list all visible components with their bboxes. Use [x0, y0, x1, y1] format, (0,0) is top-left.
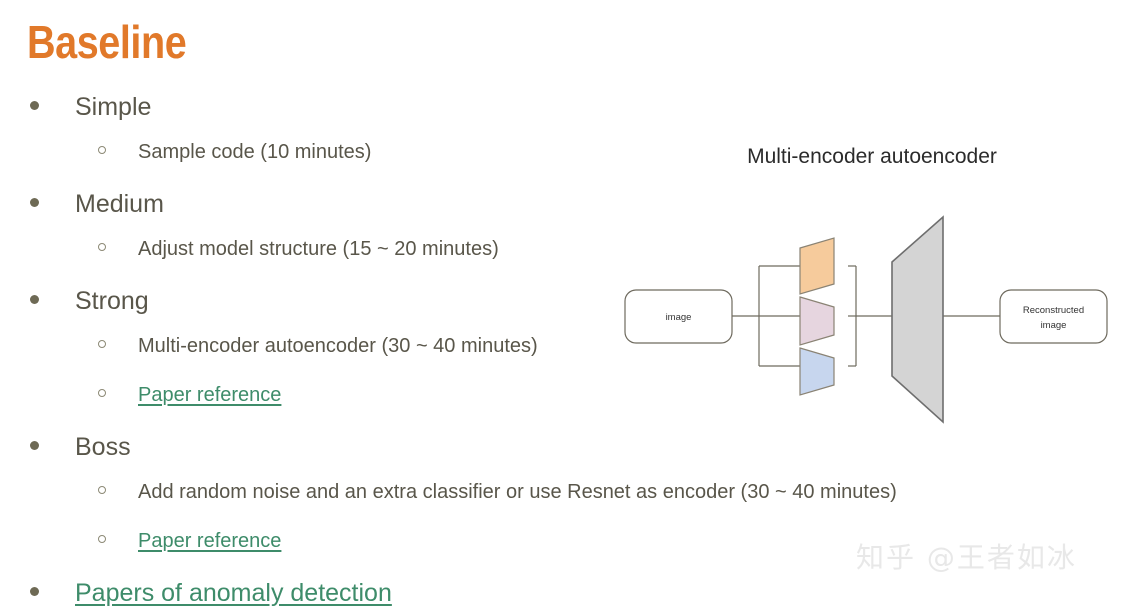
input-node-label: image — [666, 312, 692, 323]
encoder-top-shape — [799, 237, 835, 295]
page-title: Baseline — [27, 16, 187, 68]
bullet-label: Add random noise and an extra classifier… — [138, 481, 897, 503]
bullet-row: Adjust model structure (15 ~ 20 minutes) — [0, 238, 1110, 287]
zhihu-watermark: 知乎 @王者如冰 — [856, 541, 1077, 574]
bullet-circle-icon — [98, 486, 106, 494]
bullet-row: Medium — [0, 190, 1110, 238]
output-node-box — [999, 289, 1108, 344]
diagram-title: Multi-encoder autoencoder — [747, 145, 997, 168]
input-node-box — [624, 289, 733, 344]
bullet-label: Sample code (10 minutes) — [138, 141, 372, 163]
bullet-circle-icon — [98, 146, 106, 154]
bullet-circle-icon — [98, 340, 106, 348]
bullet-label: Multi-encoder autoencoder (30 ~ 40 minut… — [138, 335, 538, 357]
bullet-link[interactable]: Papers of anomaly detection — [75, 579, 392, 607]
bullet-row[interactable]: Papers of anomaly detection — [0, 579, 1110, 607]
bullet-row: Strong — [0, 287, 1110, 335]
bullet-circle-icon — [98, 389, 106, 397]
bullet-circle-icon — [98, 535, 106, 543]
encoder-bottom-shape — [799, 347, 835, 396]
diagram-edges — [732, 265, 1000, 367]
bullet-link[interactable]: Paper reference — [138, 530, 282, 552]
bullet-row: Simple — [0, 93, 1110, 141]
encoder-middle-shape — [799, 296, 835, 346]
bullet-row[interactable]: Paper reference — [0, 530, 1110, 579]
decoder-shape — [891, 215, 944, 424]
bullet-label: Adjust model structure (15 ~ 20 minutes) — [138, 238, 499, 260]
bullet-row: Add random noise and an extra classifier… — [0, 481, 1110, 530]
bullet-disc-icon — [30, 198, 39, 207]
bullet-label: Simple — [75, 93, 152, 121]
bullet-row: Multi-encoder autoencoder (30 ~ 40 minut… — [0, 335, 1110, 384]
output-node-label-line1: Reconstructed — [1023, 305, 1084, 316]
diagram-svg: image Reconstructed image — [624, 215, 1108, 424]
bullet-disc-icon — [30, 587, 39, 596]
multi-encoder-autoencoder-diagram: Multi-encoder autoencoder — [612, 145, 1132, 435]
bullet-circle-icon — [98, 243, 106, 251]
bullet-disc-icon — [30, 441, 39, 450]
bullet-row: Sample code (10 minutes) — [0, 141, 1110, 190]
bullet-disc-icon — [30, 101, 39, 110]
bullet-link[interactable]: Paper reference — [138, 384, 282, 406]
bullet-disc-icon — [30, 295, 39, 304]
bullet-label: Medium — [75, 190, 164, 218]
bullet-label: Boss — [75, 433, 131, 461]
output-node-label-line2: image — [1041, 320, 1067, 331]
bullet-row: Boss — [0, 433, 1110, 481]
bullet-label: Strong — [75, 287, 149, 315]
bullet-row[interactable]: Paper reference — [0, 384, 1110, 433]
